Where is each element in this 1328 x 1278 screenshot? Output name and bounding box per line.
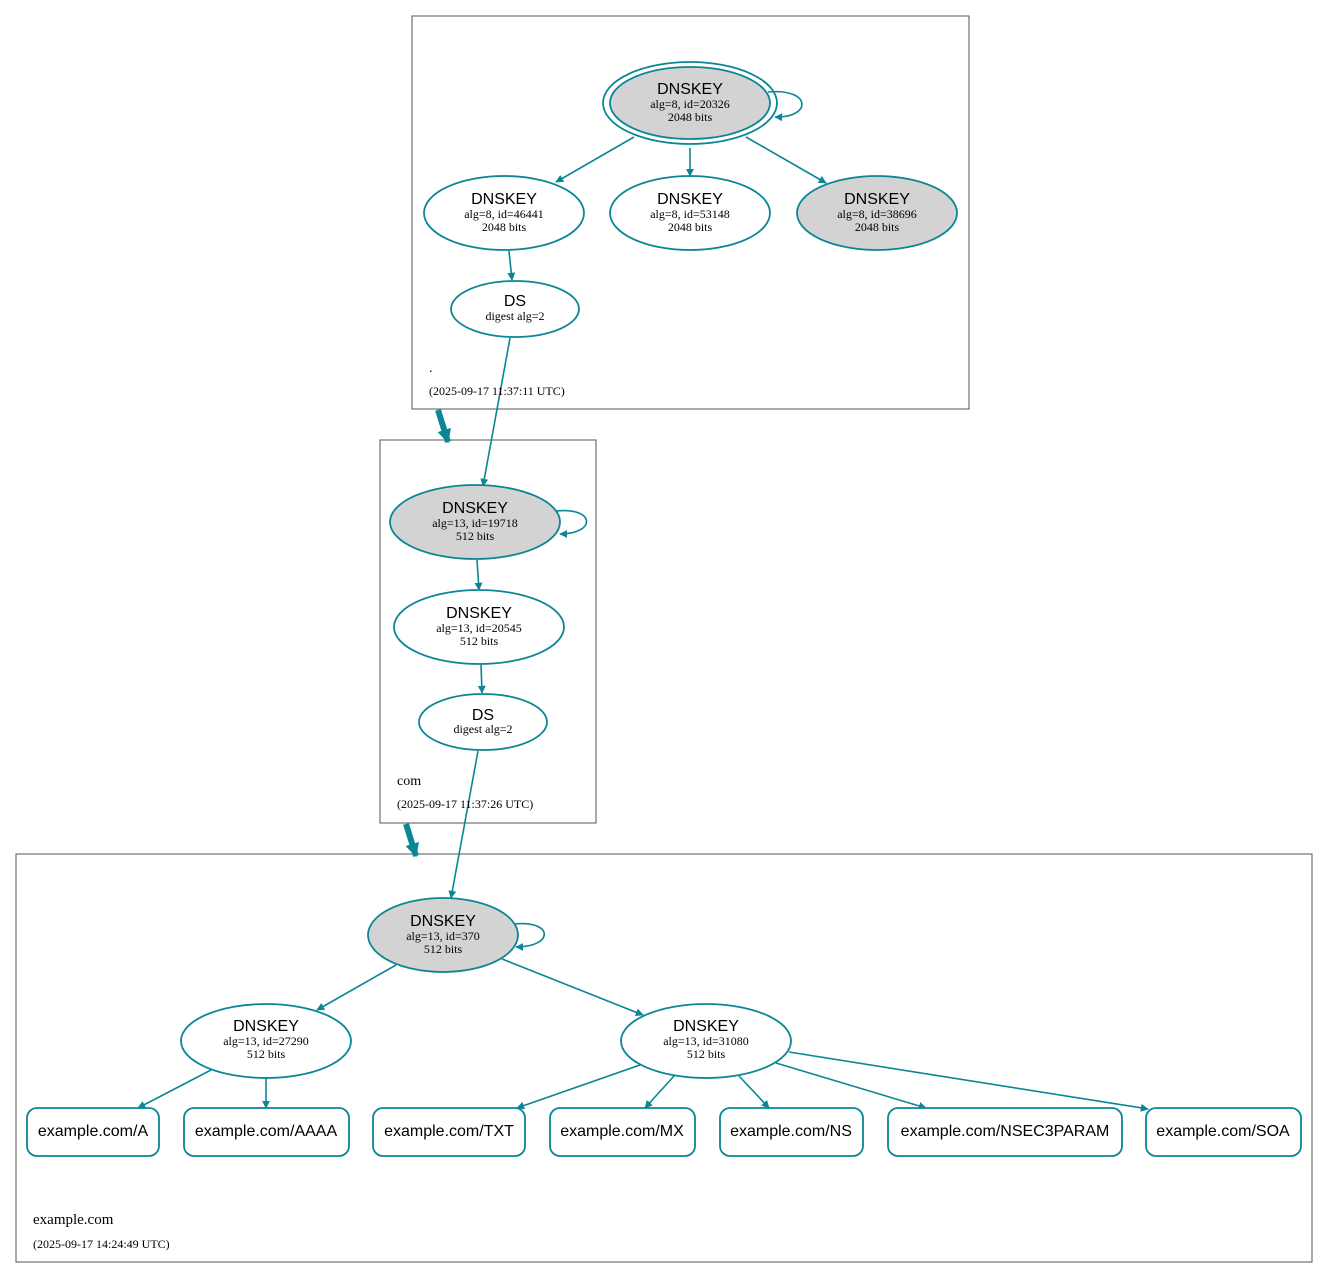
dnskey-node-19718[interactable]: DNSKEY alg=13, id=19718 512 bits	[389, 484, 561, 560]
edge-31080-soa	[788, 1051, 1149, 1112]
edge-370-31080	[501, 958, 644, 1017]
rrset-node-txt[interactable]: example.com/TXT	[372, 1107, 526, 1157]
zone-root-box	[411, 15, 970, 410]
node-key-size: 512 bits	[460, 634, 499, 648]
node-alg-id: alg=13, id=20545	[436, 621, 522, 635]
edge-20326-46441	[555, 136, 635, 183]
edge-self-20326	[767, 90, 803, 122]
rrset-node-a[interactable]: example.com/A	[26, 1107, 160, 1157]
dnskey-node-31080[interactable]: DNSKEY alg=13, id=31080 512 bits	[620, 1003, 792, 1079]
zone-com-box	[379, 439, 597, 824]
node-alg-id: alg=8, id=20326	[650, 97, 730, 111]
node-title: DNSKEY	[673, 1018, 739, 1035]
rrset-label: example.com/NSEC3PARAM	[901, 1123, 1110, 1140]
zone-timestamp-com: (2025-09-17 11:37:26 UTC)	[397, 797, 533, 811]
node-title: DNSKEY	[657, 81, 723, 98]
rrset-label: example.com/MX	[560, 1123, 684, 1140]
node-key-size: 2048 bits	[482, 220, 527, 234]
zone-timestamp-example: (2025-09-17 14:24:49 UTC)	[33, 1237, 170, 1251]
edge-370-27290	[316, 964, 397, 1011]
dnskey-node-53148[interactable]: DNSKEY alg=8, id=53148 2048 bits	[609, 175, 771, 251]
edge-31080-nsec3param	[775, 1062, 927, 1110]
dnskey-node-46441[interactable]: DNSKEY alg=8, id=46441 2048 bits	[423, 175, 585, 251]
node-title: DNSKEY	[446, 605, 512, 622]
node-alg-id: alg=13, id=19718	[432, 516, 518, 530]
dnskey-node-20326[interactable]: DNSKEY alg=8, id=20326 2048 bits	[602, 61, 778, 145]
edge-46441-ds	[507, 250, 516, 281]
node-alg-id: alg=8, id=46441	[464, 207, 544, 221]
rrset-node-aaaa[interactable]: example.com/AAAA	[183, 1107, 350, 1157]
edge-self-370	[513, 922, 545, 951]
node-key-size: 512 bits	[424, 942, 463, 956]
node-alg-id: alg=8, id=53148	[650, 207, 730, 221]
node-title: DNSKEY	[233, 1018, 299, 1035]
node-key-size: 512 bits	[456, 529, 495, 543]
edge-27290-a	[137, 1069, 212, 1109]
node-alg-id: alg=13, id=27290	[223, 1034, 309, 1048]
node-title: DNSKEY	[410, 913, 476, 930]
rrset-label: example.com/A	[38, 1123, 149, 1140]
ds-node-com[interactable]: DS digest alg=2	[418, 693, 548, 751]
edge-20326-38696	[745, 136, 827, 184]
dnskey-node-20545[interactable]: DNSKEY alg=13, id=20545 512 bits	[393, 589, 565, 665]
rrset-label: example.com/AAAA	[195, 1123, 338, 1140]
edge-20545-ds	[477, 663, 486, 694]
node-key-size: 512 bits	[687, 1047, 726, 1061]
node-key-size: 2048 bits	[668, 220, 713, 234]
node-key-size: 2048 bits	[855, 220, 900, 234]
dnskey-node-370[interactable]: DNSKEY alg=13, id=370 512 bits	[367, 897, 519, 973]
rrset-node-nsec3param[interactable]: example.com/NSEC3PARAM	[887, 1107, 1123, 1157]
edge-19718-20545	[474, 559, 483, 591]
dnskey-node-38696[interactable]: DNSKEY alg=8, id=38696 2048 bits	[796, 175, 958, 251]
rrset-node-ns[interactable]: example.com/NS	[719, 1107, 864, 1157]
node-key-size: 512 bits	[247, 1047, 286, 1061]
rrset-node-mx[interactable]: example.com/MX	[549, 1107, 696, 1157]
ds-node-root[interactable]: DS digest alg=2	[450, 280, 580, 338]
edge-self-19718	[555, 509, 588, 538]
delegation-arrow-com-example	[403, 823, 419, 858]
edge-31080-ns	[738, 1075, 770, 1109]
edge-comds-370	[448, 750, 479, 899]
edge-31080-txt	[516, 1064, 641, 1110]
zone-example-box	[15, 853, 1313, 1263]
node-key-size: 2048 bits	[668, 110, 713, 124]
rrset-label: example.com/TXT	[384, 1123, 514, 1140]
edge-rootds-19718	[480, 337, 511, 487]
node-digest: digest alg=2	[453, 722, 512, 736]
edge-31080-mx	[644, 1075, 675, 1109]
node-title: DS	[504, 293, 526, 310]
dnskey-node-27290[interactable]: DNSKEY alg=13, id=27290 512 bits	[180, 1003, 352, 1079]
node-title: DS	[472, 707, 494, 724]
node-alg-id: alg=13, id=31080	[663, 1034, 749, 1048]
zone-name-com: com	[397, 774, 421, 789]
node-alg-id: alg=13, id=370	[406, 929, 480, 943]
node-title: DNSKEY	[442, 500, 508, 517]
node-title: DNSKEY	[471, 191, 537, 208]
rrset-label: example.com/SOA	[1156, 1123, 1290, 1140]
node-title: DNSKEY	[657, 191, 723, 208]
zone-timestamp-root: (2025-09-17 11:37:11 UTC)	[429, 384, 565, 398]
rrset-node-soa[interactable]: example.com/SOA	[1145, 1107, 1302, 1157]
node-title: DNSKEY	[844, 191, 910, 208]
node-digest: digest alg=2	[485, 309, 544, 323]
delegation-arrow-root-com	[435, 409, 451, 444]
rrset-label: example.com/NS	[730, 1123, 852, 1140]
node-alg-id: alg=8, id=38696	[837, 207, 917, 221]
zone-name-root: .	[429, 361, 433, 376]
zone-name-example: example.com	[33, 1212, 114, 1228]
